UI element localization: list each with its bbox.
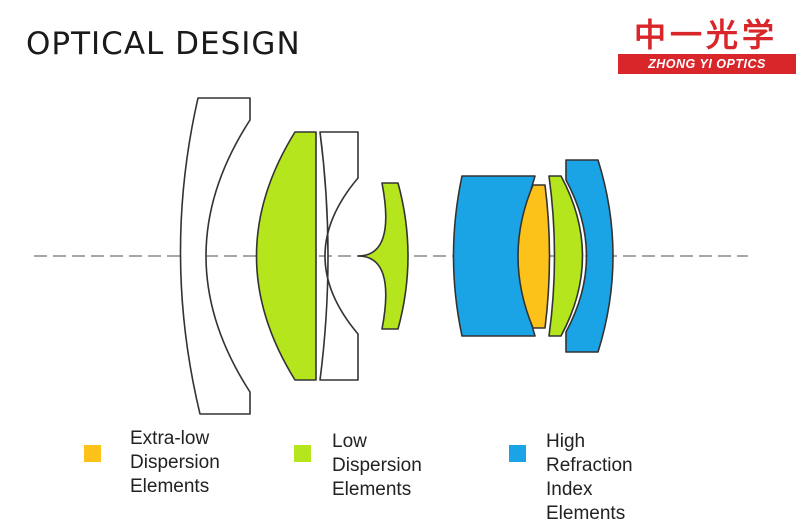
optical-diagram — [34, 97, 748, 415]
logo-red-bar — [618, 54, 796, 74]
logo-chinese-text: 中一光学 — [633, 16, 778, 54]
lens-element-6 — [517, 184, 551, 329]
legend-swatch-blue — [509, 445, 526, 462]
legend-label-low-dispersion: Low Dispersion Elements — [332, 431, 422, 500]
lens-element-4 — [357, 182, 409, 330]
logo-english-text: ZHONG YI OPTICS — [648, 57, 766, 71]
legend-label-high-refraction: High Refraction Index Elements — [546, 431, 633, 524]
brand-logo: 中一光学 ZHONG YI OPTICS — [618, 16, 796, 74]
legend-swatch-green — [294, 445, 311, 462]
legend-swatch-orange — [84, 445, 101, 462]
lens-element-8 — [565, 159, 614, 353]
lens-element-1 — [179, 97, 251, 415]
page-title: OPTICAL DESIGN — [26, 26, 301, 62]
legend-label-extra-low-dispersion: Extra-low Dispersion Elements — [130, 428, 220, 497]
lens-element-7 — [548, 175, 584, 337]
lens-element-2 — [255, 131, 317, 381]
lens-element-3 — [319, 131, 359, 381]
